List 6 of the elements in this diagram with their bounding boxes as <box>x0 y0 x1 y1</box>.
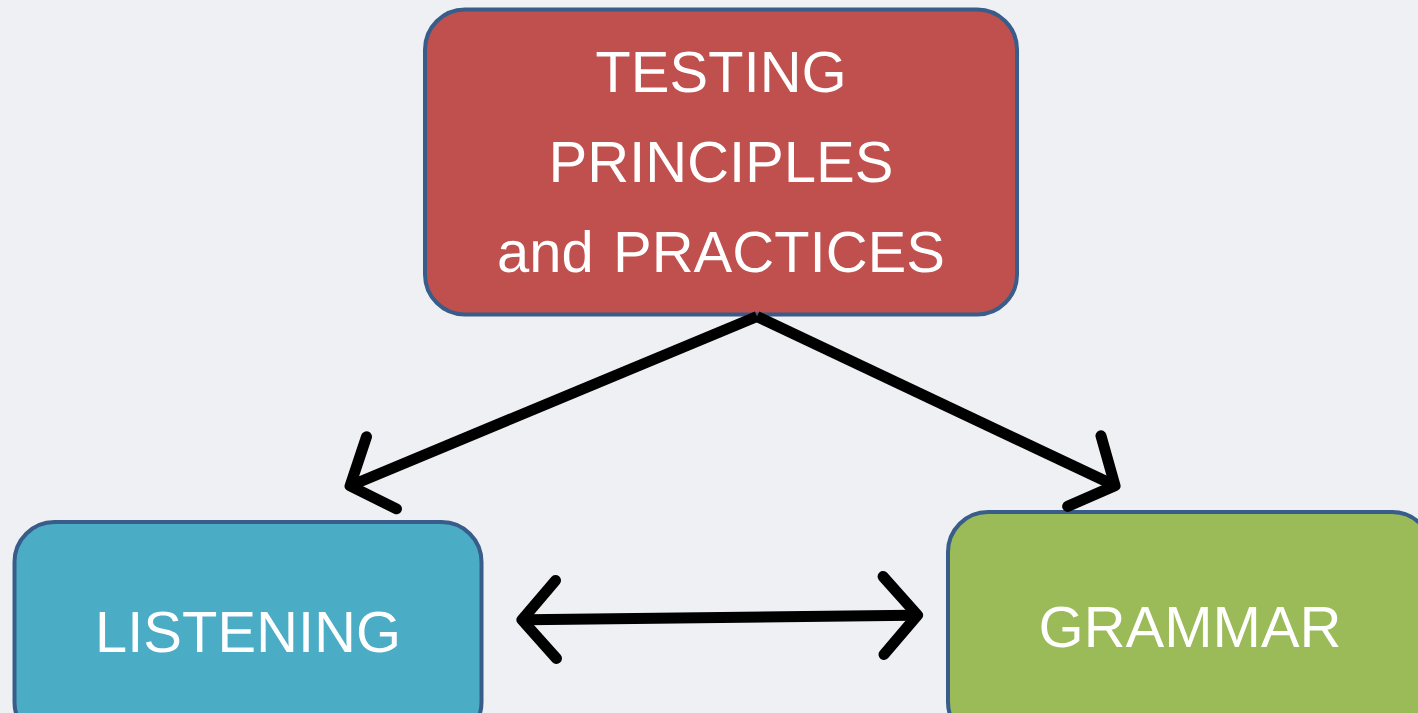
rounded-box: LISTENING <box>12 520 484 713</box>
arrow <box>344 311 760 515</box>
rounded-box: TESTING PRINCIPLES and PRACTICES <box>423 7 1019 317</box>
rounded-box: GRAMMAR <box>946 510 1418 713</box>
arrow <box>754 311 1121 512</box>
arrow <box>516 571 923 664</box>
